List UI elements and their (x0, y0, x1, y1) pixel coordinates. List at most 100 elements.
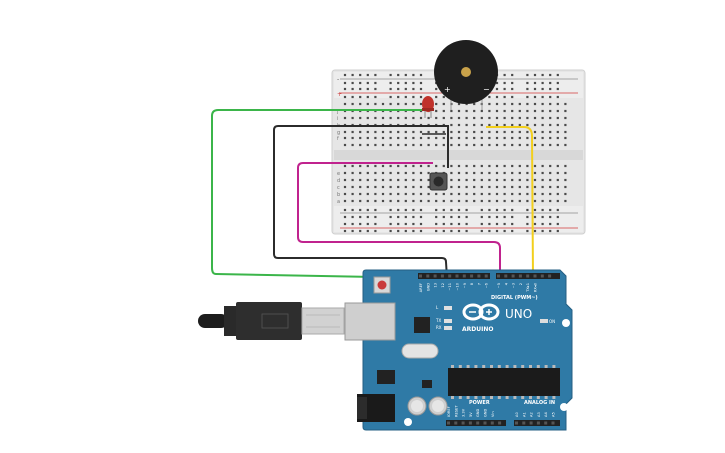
breadboard-hole[interactable] (404, 171, 407, 175)
rail-hole[interactable] (511, 87, 514, 91)
header-pin[interactable] (454, 421, 458, 425)
breadboard-hole[interactable] (366, 116, 369, 120)
breadboard-hole[interactable] (503, 192, 506, 196)
breadboard-hole[interactable] (381, 130, 385, 134)
breadboard-hole[interactable] (518, 102, 521, 106)
rail-hole[interactable] (419, 222, 423, 226)
rail-hole[interactable] (359, 87, 362, 91)
rail-hole[interactable] (359, 73, 362, 77)
breadboard-hole[interactable] (473, 136, 476, 140)
breadboard-hole[interactable] (457, 130, 461, 134)
rail-hole[interactable] (389, 87, 392, 91)
breadboard-hole[interactable] (457, 178, 461, 182)
rail-hole[interactable] (397, 73, 400, 77)
magenta-wire[interactable] (297, 162, 501, 278)
breadboard-hole[interactable] (511, 116, 514, 120)
rail-hole[interactable] (495, 87, 499, 91)
breadboard-hole[interactable] (556, 130, 559, 134)
rail-hole[interactable] (389, 208, 392, 212)
breadboard-hole[interactable] (511, 178, 514, 182)
breadboard-hole[interactable] (488, 164, 491, 168)
breadboard-hole[interactable] (480, 178, 483, 182)
breadboard-hole[interactable] (556, 171, 559, 175)
breadboard-hole[interactable] (351, 192, 354, 196)
breadboard-hole[interactable] (465, 171, 468, 175)
breadboard-hole[interactable] (389, 102, 392, 106)
breadboard-hole[interactable] (473, 123, 476, 127)
breadboard-hole[interactable] (549, 136, 552, 140)
breadboard-hole[interactable] (427, 171, 430, 175)
rail-hole[interactable] (343, 222, 347, 226)
breadboard-hole[interactable] (465, 185, 468, 189)
breadboard-hole[interactable] (412, 185, 415, 189)
rail-hole[interactable] (526, 208, 529, 212)
rail-hole[interactable] (397, 87, 400, 91)
breadboard-hole[interactable] (526, 116, 529, 120)
breadboard-hole[interactable] (495, 102, 499, 106)
breadboard-hole[interactable] (533, 116, 537, 120)
rail-hole[interactable] (480, 208, 483, 212)
rail-hole[interactable] (419, 95, 423, 99)
breadboard-hole[interactable] (427, 164, 430, 168)
breadboard-hole[interactable] (564, 136, 567, 140)
rail-hole[interactable] (465, 208, 468, 212)
header-pin[interactable] (529, 421, 533, 425)
breadboard-hole[interactable] (419, 102, 423, 106)
breadboard-hole[interactable] (556, 123, 559, 127)
rail-hole[interactable] (480, 229, 483, 233)
rail-hole[interactable] (412, 229, 415, 233)
breadboard-hole[interactable] (374, 102, 377, 106)
breadboard-hole[interactable] (366, 143, 369, 147)
breadboard-hole[interactable] (473, 102, 476, 106)
breadboard-hole[interactable] (511, 102, 514, 106)
rail-hole[interactable] (450, 208, 453, 212)
breadboard-hole[interactable] (495, 185, 499, 189)
breadboard-hole[interactable] (343, 102, 347, 106)
breadboard-hole[interactable] (495, 178, 499, 182)
header-pin[interactable] (526, 274, 530, 278)
breadboard-hole[interactable] (389, 192, 392, 196)
breadboard-hole[interactable] (473, 185, 476, 189)
breadboard-hole[interactable] (343, 192, 347, 196)
breadboard-hole[interactable] (450, 116, 453, 120)
rail-hole[interactable] (389, 81, 392, 85)
breadboard-hole[interactable] (457, 185, 461, 189)
breadboard-hole[interactable] (495, 123, 499, 127)
rail-hole[interactable] (412, 222, 415, 226)
rail-hole[interactable] (556, 81, 559, 85)
breadboard-hole[interactable] (412, 130, 415, 134)
breadboard-hole[interactable] (503, 164, 506, 168)
usb-cable[interactable] (198, 302, 345, 340)
breadboard-hole[interactable] (389, 164, 392, 168)
breadboard-hole[interactable] (511, 130, 514, 134)
rail-hole[interactable] (480, 222, 483, 226)
rail-hole[interactable] (556, 208, 559, 212)
breadboard-hole[interactable] (397, 116, 400, 120)
breadboard-hole[interactable] (488, 171, 491, 175)
breadboard-hole[interactable] (473, 143, 476, 147)
breadboard-hole[interactable] (511, 171, 514, 175)
breadboard-hole[interactable] (480, 171, 483, 175)
rail-hole[interactable] (343, 95, 347, 99)
breadboard-hole[interactable] (480, 185, 483, 189)
breadboard-hole[interactable] (351, 171, 354, 175)
rail-hole[interactable] (389, 73, 392, 77)
header-pin[interactable] (536, 421, 540, 425)
breadboard-hole[interactable] (518, 171, 521, 175)
rail-hole[interactable] (549, 73, 552, 77)
breadboard-hole[interactable] (442, 102, 445, 106)
breadboard-hole[interactable] (343, 199, 347, 203)
rail-hole[interactable] (351, 87, 354, 91)
header-pin[interactable] (433, 274, 437, 278)
breadboard-hole[interactable] (442, 136, 445, 140)
rail-hole[interactable] (488, 215, 491, 219)
breadboard-hole[interactable] (549, 199, 552, 203)
breadboard-hole[interactable] (442, 192, 445, 196)
breadboard-hole[interactable] (397, 164, 400, 168)
breadboard-hole[interactable] (503, 109, 506, 113)
breadboard-hole[interactable] (389, 171, 392, 175)
rail-hole[interactable] (351, 81, 354, 85)
breadboard-hole[interactable] (533, 199, 537, 203)
rail-hole[interactable] (442, 208, 445, 212)
